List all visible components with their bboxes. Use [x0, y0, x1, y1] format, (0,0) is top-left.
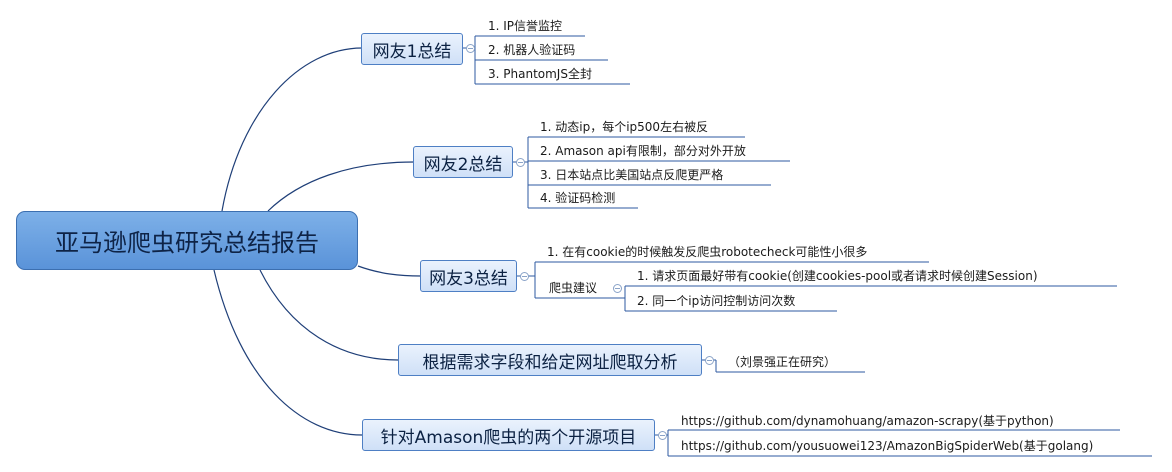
collapse-icon[interactable]	[658, 431, 667, 440]
leaf-item[interactable]: 2. 同一个ip访问控制访问次数	[637, 294, 796, 308]
leaf-item[interactable]: 2. Amason api有限制，部分对外开放	[540, 144, 746, 158]
branch-topic-netizen2[interactable]: 网友2总结	[413, 146, 513, 178]
branch-label: 网友3总结	[429, 268, 508, 289]
branch-label: 根据需求字段和给定网址爬取分析	[422, 352, 678, 373]
leaf-item[interactable]: 1. 请求页面最好带有cookie(创建cookies-pool或者请求时候创建…	[637, 269, 1038, 283]
collapse-icon[interactable]	[520, 272, 529, 281]
connector-root-branch5	[213, 269, 363, 436]
leaf-item[interactable]: 4. 验证码检测	[540, 191, 616, 205]
branch-label: 针对Amason爬虫的两个开源项目	[380, 427, 637, 448]
collapse-icon[interactable]	[516, 158, 525, 167]
collapse-icon[interactable]	[613, 284, 622, 293]
root-topic-label: 亚马逊爬虫研究总结报告	[55, 229, 319, 257]
leaf-item[interactable]: 1. 动态ip，每个ip500左右被反	[540, 120, 709, 134]
leaf-item[interactable]: （刘景强正在研究）	[728, 355, 837, 369]
branch-label: 网友2总结	[423, 154, 503, 175]
leaf-item[interactable]: 1. IP信誉监控	[488, 19, 563, 33]
sub-topic-crawler-advice[interactable]: 爬虫建议	[549, 281, 598, 295]
branch-topic-open-source[interactable]: 针对Amason爬虫的两个开源项目	[362, 419, 655, 451]
collapse-icon[interactable]	[705, 356, 714, 365]
leaf-link[interactable]: https://github.com/yousuowei123/AmazonBi…	[681, 439, 1094, 453]
branch-topic-netizen3[interactable]: 网友3总结	[420, 260, 517, 292]
leaf-item[interactable]: 3. PhantomJS全封	[488, 67, 592, 81]
branch-topic-netizen1[interactable]: 网友1总结	[361, 33, 463, 65]
connector-root-branch2	[267, 161, 415, 212]
branch-label: 网友1总结	[372, 41, 452, 62]
branch-topic-analysis[interactable]: 根据需求字段和给定网址爬取分析	[398, 344, 702, 376]
leaf-item[interactable]: 3. 日本站点比美国站点反爬更严格	[540, 168, 724, 182]
connector-root-branch4	[259, 269, 399, 361]
leaf-item[interactable]: 1. 在有cookie的时候触发反爬虫robotecheck可能性小很多	[547, 245, 868, 259]
leaf-item[interactable]: 2. 机器人验证码	[488, 43, 576, 57]
connector-root-branch1	[221, 47, 363, 212]
leaf-link[interactable]: https://github.com/dynamohuang/amazon-sc…	[681, 414, 1054, 428]
connector-root-branch3	[357, 265, 422, 277]
root-topic[interactable]: 亚马逊爬虫研究总结报告	[16, 211, 358, 270]
collapse-icon[interactable]	[466, 44, 475, 53]
